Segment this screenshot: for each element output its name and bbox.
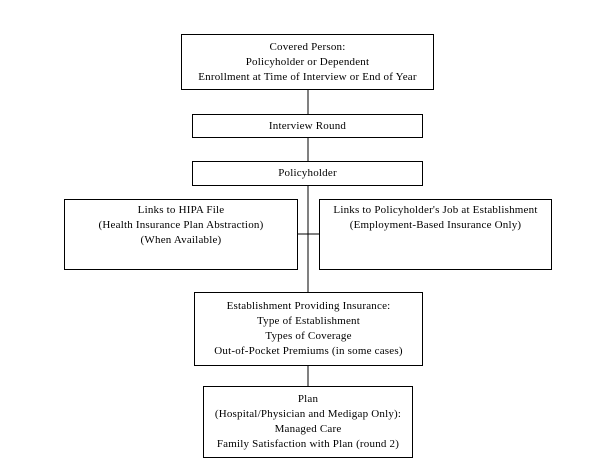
hipa-links-title: Links to HIPA File <box>137 204 225 216</box>
job-links-box: Links to Policyholder's Job at Establish… <box>319 199 552 270</box>
interview-round-box: Interview Round <box>192 114 423 138</box>
hipa-links-box: Links to HIPA File (Health Insurance Pla… <box>64 199 298 270</box>
job-links-title: Links to Policyholder's Job at Establish… <box>333 204 538 216</box>
covered-person-line-2: Policyholder or Dependent <box>245 55 370 68</box>
job-links-line-2: (Employment-Based Insurance Only) <box>349 219 522 231</box>
establishment-line-3: Types of Coverage <box>265 330 352 342</box>
establishment-line-4: Out-of-Pocket Premiums (in some cases) <box>214 345 403 357</box>
hipa-links-line-2: (Health Insurance Plan Abstraction) <box>98 219 264 231</box>
covered-person-title: Covered Person: <box>269 40 346 53</box>
hipa-links-line-3: (When Available) <box>140 234 222 246</box>
policyholder-label: Policyholder <box>278 167 337 179</box>
establishment-box: Establishment Providing Insurance: Type … <box>194 292 423 366</box>
plan-line-2: (Hospital/Physician and Medigap Only): <box>214 408 402 420</box>
covered-person-line-3: Enrollment at Time of Interview or End o… <box>198 70 417 83</box>
covered-person-box: Covered Person: Policyholder or Dependen… <box>181 34 434 90</box>
interview-round-label: Interview Round <box>268 119 347 132</box>
plan-box: Plan (Hospital/Physician and Medigap Onl… <box>203 386 413 458</box>
plan-line-4: Family Satisfaction with Plan (round 2) <box>216 438 400 450</box>
plan-title: Plan <box>297 393 319 405</box>
plan-line-3: Managed Care <box>274 423 342 435</box>
establishment-title: Establishment Providing Insurance: <box>226 300 391 312</box>
policyholder-box: Policyholder <box>192 161 423 186</box>
establishment-line-2: Type of Establishment <box>256 315 361 327</box>
